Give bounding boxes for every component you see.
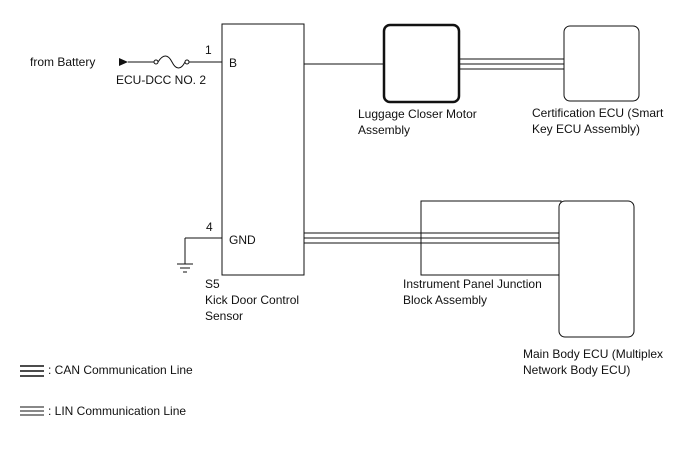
main-body-ecu-box [558, 200, 635, 338]
lin-line-motor-to-certification [459, 58, 564, 70]
luggage-motor-line1: Luggage Closer Motor [358, 107, 477, 121]
can-line-legend-icon [20, 365, 44, 377]
fuse-terminal-icon [184, 59, 222, 65]
pin-gnd-number: 4 [206, 220, 213, 234]
junction-block-line2: Block Assembly [403, 293, 487, 307]
fuse-label: ECU-DCC NO. 2 [116, 73, 206, 87]
fuse-icon [157, 55, 186, 69]
battery-arrow-icon [119, 58, 159, 66]
main-body-ecu-line2: Network Body ECU) [523, 363, 630, 377]
pin-b-name: B [229, 56, 237, 70]
can-legend-label: : CAN Communication Line [48, 363, 193, 377]
luggage-closer-motor-box [382, 23, 461, 104]
sensor-connector: S5 [205, 277, 220, 291]
ground-icon [177, 237, 222, 273]
lin-line-inside-junction [421, 232, 561, 244]
kick-door-sensor-box [221, 23, 305, 276]
junction-block-line1: Instrument Panel Junction [403, 277, 542, 291]
main-body-ecu-line1: Main Body ECU (Multiplex [523, 347, 663, 361]
certification-ecu-box [563, 25, 640, 102]
lin-line-sensor-to-junction [304, 232, 421, 244]
pin-b-number: 1 [205, 43, 212, 57]
certification-ecu-line2: Key ECU Assembly) [532, 122, 640, 136]
lin-line-legend-icon [20, 406, 44, 416]
sensor-name-line1: Kick Door Control [205, 293, 299, 307]
battery-label: from Battery [30, 55, 95, 69]
lin-legend-label: : LIN Communication Line [48, 404, 186, 418]
sensor-name-line2: Sensor [205, 309, 243, 323]
luggage-motor-line2: Assembly [358, 123, 410, 137]
certification-ecu-line1: Certification ECU (Smart [532, 106, 664, 120]
pin-gnd-name: GND [229, 233, 256, 247]
